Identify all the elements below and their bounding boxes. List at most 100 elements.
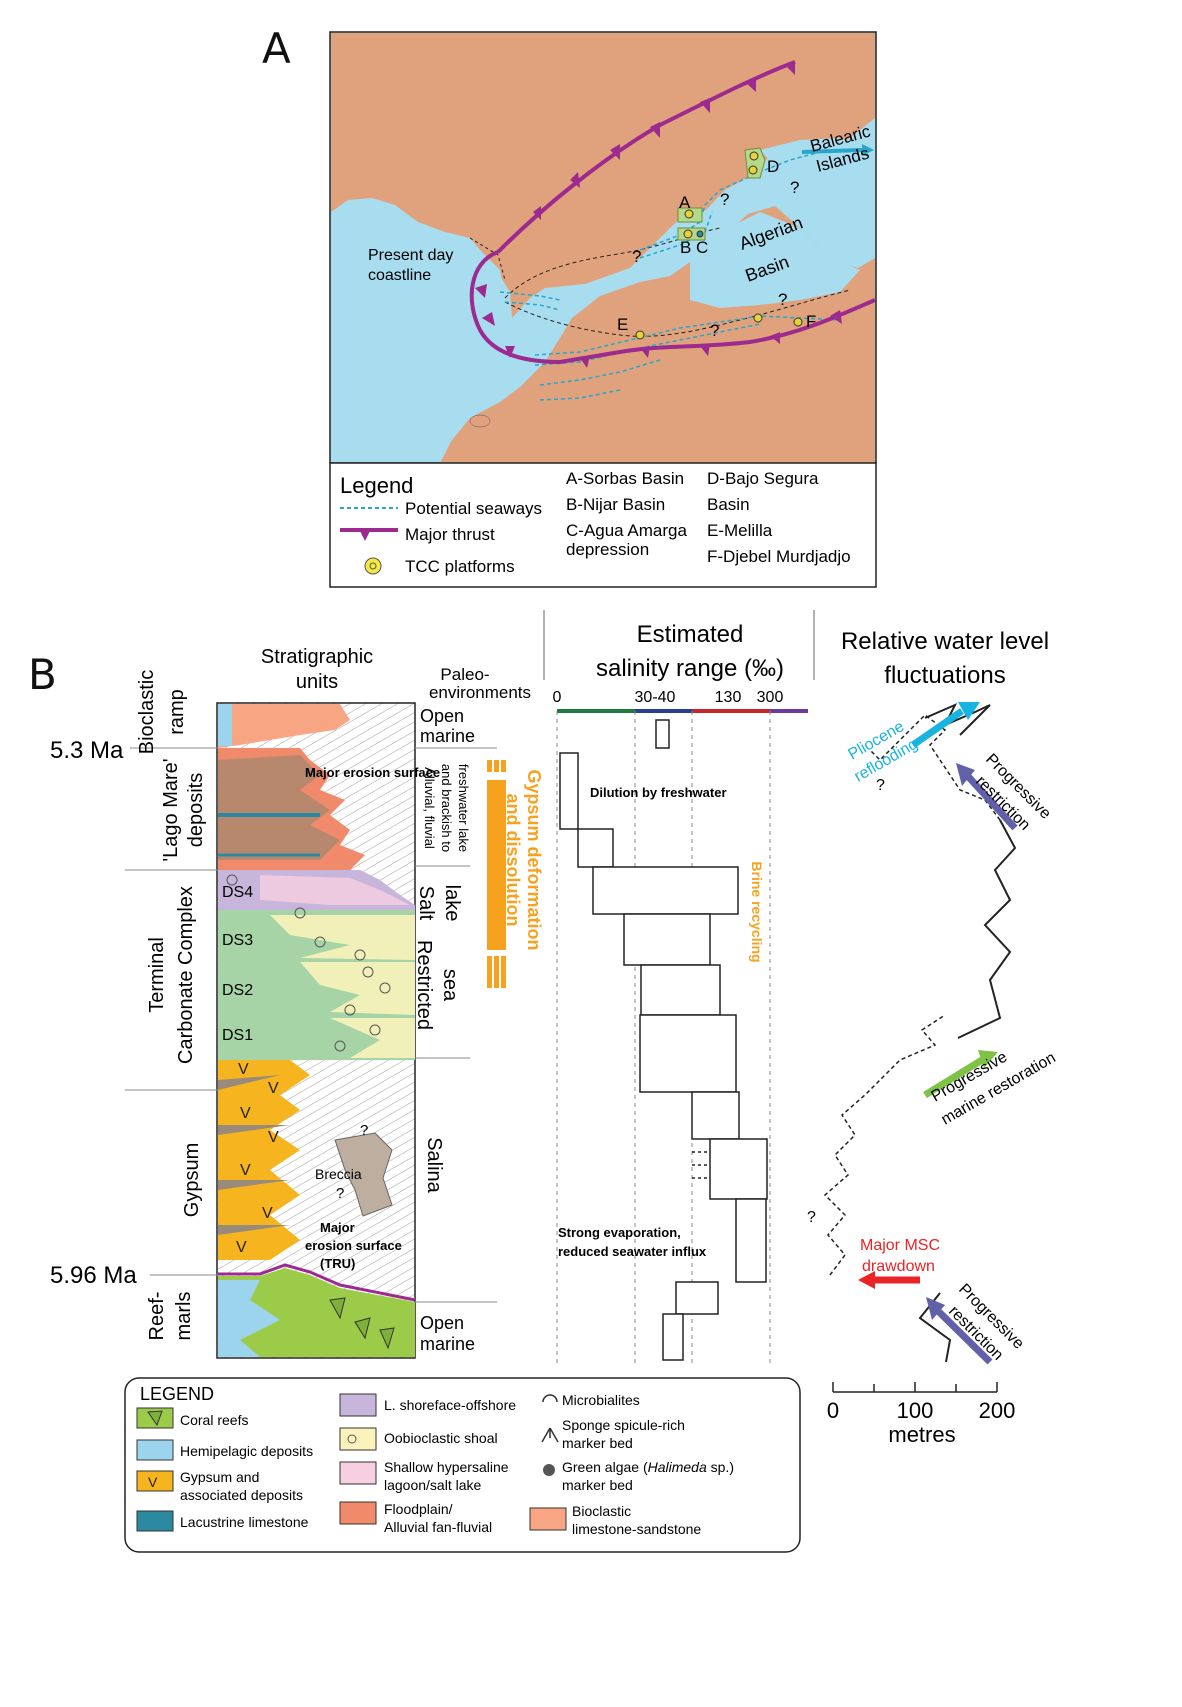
svg-text:V: V [238,1061,249,1078]
coral-icons [329,1297,395,1350]
salinity-title-1: Estimated [637,621,744,648]
water-title-1: Relative water level [841,628,1049,655]
ds1-label: DS1 [222,1027,253,1044]
erosion-surface-tru [218,1263,416,1302]
scale-tick-100: 100 [897,1398,934,1423]
label-present-day: Present day [368,247,453,264]
unit-bioclastic [218,704,350,748]
paleo-coast-2 [504,289,851,337]
legend-b: B-Nijar Basin [566,495,665,514]
breccia-body [334,1132,393,1217]
legend-oobio: Oobioclastic shoal [384,1430,498,1446]
legend-floodplain-1: Floodplain/ [384,1501,453,1517]
legend-c: C-Agua Amarga [566,521,687,540]
balearic-arrow [801,148,863,154]
paleo-open-marine-b2: marine [420,1334,475,1354]
legend-d2: Basin [707,495,750,514]
arrow-restriction-top [962,770,1018,831]
erosion-tru-label-1: Major [320,1220,355,1235]
tcc-platforms [635,147,803,340]
paleo-restricted: Restricted [413,940,435,1030]
panel-a-map: Balearic Islands D A B C E F ? ? ? ? ? A… [329,31,877,588]
unit-tcc-label-1: Terminal [146,937,168,1013]
label-bc: B C [680,238,708,257]
paleo-sea: sea [439,969,461,1002]
water-q1: ? [876,777,885,794]
arrow-restriction-bottom [932,1305,993,1365]
salinity-dilution: Dilution by freshwater [590,785,727,800]
oobio-circles [226,874,391,1052]
svg-text:V: V [268,1080,279,1097]
label-f: F [806,312,816,331]
paleo-lake: lake [441,885,463,922]
water-curve-dashed-upper [869,714,1001,821]
svg-text:V: V [262,1205,273,1222]
legend-bioclastic-swatch [529,1507,567,1531]
label-d: D [767,157,779,176]
label-q4: ? [778,290,787,309]
arrow-marine-restoration [923,1057,984,1098]
legend-hemipelagic-swatch [136,1439,174,1461]
gypsum-v-marks: VVV VVV V [236,1061,279,1256]
legend-shoreface: L. shoreface-offshore [384,1397,516,1413]
green-algae-icon [543,1464,555,1476]
water-curve-solid-mid [957,819,1017,1039]
label-coastline: coastline [368,267,431,284]
unit-lagomare-label-2: deposits [185,773,207,848]
salinity-dashed-links [692,1151,710,1179]
water-curve-dashed-lower [823,1014,946,1276]
unit-bioclastic-label-2: ramp [166,689,188,735]
small-island [469,414,491,428]
breccia-q2: ? [336,1185,344,1202]
legend-sponge-2: marker bed [562,1435,633,1451]
legend-sponge-1: Sponge spicule-rich [562,1417,685,1433]
strat-title-1: Stratigraphic [261,646,373,668]
paleo-salina: Salina [423,1137,445,1193]
svg-text:V: V [148,1474,158,1490]
unit-reef-label-2: marls [173,1292,195,1341]
legend-hemipelagic: Hemipelagic deposits [180,1443,313,1459]
paleo-open-marine-2: marine [420,726,475,746]
legend-shoreface-swatch [339,1393,377,1417]
water-msc-2: drawdown [862,1258,935,1275]
legend-tcc: TCC platforms [405,557,515,576]
ds2-label: DS2 [222,982,253,999]
paleo-open-marine-b1: Open [420,1313,464,1333]
legend-seaways: Potential seaways [405,499,542,518]
svg-text:V: V [236,1239,247,1256]
iberia-land [331,33,875,318]
legend-lacustrine: Lacustrine limestone [180,1514,309,1530]
panel-a-letter: A [262,24,291,73]
unit-gypsum-label: Gypsum [181,1143,203,1217]
breccia-label: Breccia [315,1166,362,1182]
water-curve-top [924,702,991,736]
salinity-tick-1: 30-40 [635,689,676,706]
paleo-alluvial-3: freshwater lake [456,764,471,852]
panel-b-figure: VVV VVV V Stratigraphic units Paleo- env… [50,610,1059,1553]
legend-gypsum-swatch [136,1470,174,1492]
legend-floodplain-swatch [339,1501,377,1525]
paleo-title-2: environments [429,683,531,702]
microbialites-icon [542,1394,558,1403]
water-title-2: fluctuations [884,662,1005,689]
legend-f: F-Djebel Murdjadjo [707,547,851,566]
legend-gypsum-1: Gypsum and [180,1469,259,1485]
label-a: A [679,193,691,212]
unit-hemipelagic [218,1280,280,1357]
unit-bioclastic-label-1: Bioclastic [136,670,158,754]
paleo-alluvial-2: and brackish to [439,764,454,852]
legend-microbialites: Microbialites [562,1392,640,1408]
thrust-teeth [475,62,842,368]
sponge-spicule-icon [541,1427,559,1443]
paleo-alluvial-1: Alluvial, fluvial [422,767,437,849]
arrow-pliocene [911,708,964,748]
algerian-basin [690,212,860,308]
legend-lagoon-swatch [339,1461,377,1485]
legend-thrust: Major thrust [405,525,495,544]
paleo-title-1: Paleo- [440,665,489,684]
erosion-tru-label-3: (TRU) [320,1256,355,1271]
gypsum-deformation-bars [487,760,506,988]
legend-gypsum-2: associated deposits [180,1487,303,1503]
salinity-boxes [559,719,768,1361]
strat-legend-box [124,1377,801,1553]
